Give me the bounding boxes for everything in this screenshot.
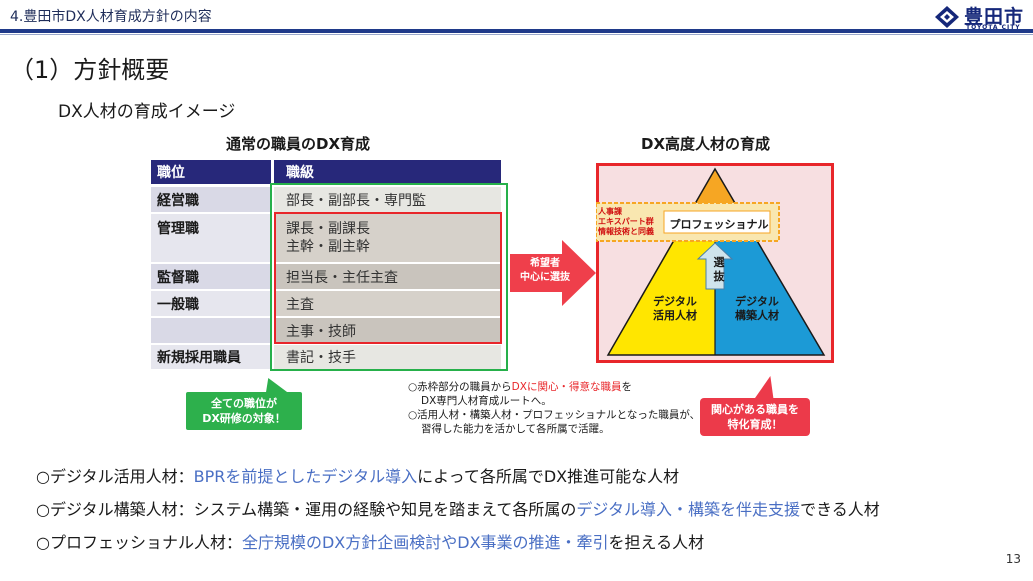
select-char: 抜 [713, 270, 725, 283]
label-line: デジタル [735, 295, 779, 308]
logo-subtext: TOYOTA CITY [966, 24, 1021, 31]
definition-tail: できる人材 [800, 500, 880, 519]
definition-highlight: BPRを前提としたデジタル導入 [193, 467, 418, 486]
digital-build-label: デジタル 構築人材 [722, 295, 792, 323]
select-label: 選 抜 [712, 256, 726, 284]
position-cell: 監督職 [151, 264, 271, 289]
definition-tail: を担える人材 [608, 533, 705, 552]
table-row: 監督職 担当長・主任主査 [151, 264, 501, 289]
city-emblem-icon [935, 6, 959, 28]
table-row: 一般職 主査 [151, 291, 501, 316]
definition-tail: によって各所属でDX推進可能な人材 [417, 467, 680, 486]
notes: ○赤枠部分の職員からDXに関心・得意な職員を DX専門人材育成ルートへ。 ○活用… [408, 380, 700, 436]
note-line: DX専門人材育成ルートへ。 [421, 395, 552, 407]
pro-side-line: 情報技術と同義 [598, 227, 654, 236]
section-title: （1）方針概要 [10, 56, 170, 84]
grade-cell: 書記・技手 [274, 345, 501, 369]
definition-digital-build: ○デジタル構築人材：システム構築・運用の経験や知見を踏まえて各所属のデジタル導入… [36, 496, 880, 520]
logo: 豊田市 TOYOTA CITY [934, 3, 1029, 31]
position-cell [151, 318, 271, 343]
label-line: 活用人材 [653, 309, 697, 322]
green-callout: 全ての職位が DX研修の対象！ [186, 392, 302, 430]
position-cell: 経営職 [151, 187, 271, 212]
definition-highlight: 全庁規模のDX方針企画検討やDX事業の推進・牽引 [241, 533, 609, 552]
digital-use-label: デジタル 活用人材 [640, 295, 710, 323]
label-line: 構築人材 [735, 309, 779, 322]
pyramid [596, 167, 826, 356]
subtitle: DX人材の育成イメージ [58, 102, 236, 122]
red-callout: 関心がある職員を 特化育成！ [700, 398, 810, 436]
pro-side-label: 人事課 エキスパート群 情報技術と同義 [598, 207, 654, 237]
position-cell: 管理職 [151, 214, 271, 262]
callout-line: 全ての職位が [211, 397, 277, 410]
arrow-line: 中心に選抜 [520, 272, 570, 283]
definition-highlight: デジタル導入・構築を伴走支援 [576, 500, 801, 519]
selection-arrow-icon [510, 240, 596, 306]
arrow-label: 希望者 中心に選抜 [512, 257, 578, 285]
note-line: ○赤枠部分の職員からDXに関心・得意な職員を [408, 380, 700, 394]
professional-label: プロフェッショナル [669, 218, 769, 231]
callout-line: 特化育成！ [727, 418, 783, 431]
red-frame [274, 212, 502, 344]
grade-cell: 担当長・主任主査 [274, 264, 501, 289]
grade-line: 主幹・副主幹 [286, 239, 370, 255]
note-line: ○活用人材・構築人材・プロフェッショナルとなった職員が、 [408, 409, 701, 421]
table-row: 経営職 部長・副部長・専門監 [151, 187, 501, 212]
pro-side-line: エキスパート群 [598, 217, 654, 226]
note-highlight: DXに関心・得意な職員 [511, 381, 622, 393]
note-text: ○赤枠部分の職員から [408, 381, 512, 393]
definition-lead: ○プロフェッショナル人材： [36, 533, 242, 552]
page-number: 13 [1005, 552, 1021, 566]
grade-cell: 主事・技師 [274, 318, 501, 343]
green-frame [270, 183, 508, 371]
grade-cell: 課長・副課長 主幹・副主幹 [274, 214, 501, 262]
table-row: 新規採用職員 書記・技手 [151, 345, 501, 369]
select-char: 選 [713, 256, 725, 269]
table-header-row: 職位 職級 [151, 160, 501, 184]
left-diagram-title: 通常の職員のDX育成 [226, 135, 371, 153]
definition-professional: ○プロフェッショナル人材：全庁規模のDX方針企画検討やDX事業の推進・牽引を担え… [36, 529, 704, 553]
pro-side-line: 人事課 [598, 207, 622, 216]
table-row: 管理職 課長・副課長 主幹・副主幹 [151, 214, 501, 262]
red-callout-tail [753, 376, 783, 400]
note-text: を [621, 381, 632, 393]
callout-line: DX研修の対象！ [202, 412, 286, 425]
arrow-line: 希望者 [530, 258, 560, 269]
header-rule [0, 29, 1033, 33]
header-position: 職位 [151, 160, 271, 184]
header-grade: 職級 [274, 160, 501, 184]
callout-line: 関心がある職員を [711, 403, 799, 416]
grade-cell: 部長・副部長・専門監 [274, 187, 501, 212]
definition-lead: ○デジタル活用人材： [36, 467, 194, 486]
label-line: デジタル [653, 295, 697, 308]
definition-lead: ○デジタル構築人材：システム構築・運用の経験や知見を踏まえて各所属の [36, 500, 577, 519]
position-cell: 新規採用職員 [151, 345, 271, 369]
grade-line: 課長・副課長 [286, 221, 370, 237]
right-diagram-title: DX高度人材の育成 [641, 135, 771, 153]
logo-text: 豊田市 [964, 6, 1025, 28]
position-cell: 一般職 [151, 291, 271, 316]
table-row: 主事・技師 [151, 318, 501, 343]
grade-cell: 主査 [274, 291, 501, 316]
definition-digital-use: ○デジタル活用人材：BPRを前提としたデジタル導入によって各所属でDX推進可能な… [36, 463, 679, 487]
note-line: 習得した能力を活かして各所属で活躍。 [421, 423, 610, 435]
header-rule-thin [0, 34, 1033, 35]
header-title: 4.豊田市DX人材育成方針の内容 [10, 9, 212, 25]
